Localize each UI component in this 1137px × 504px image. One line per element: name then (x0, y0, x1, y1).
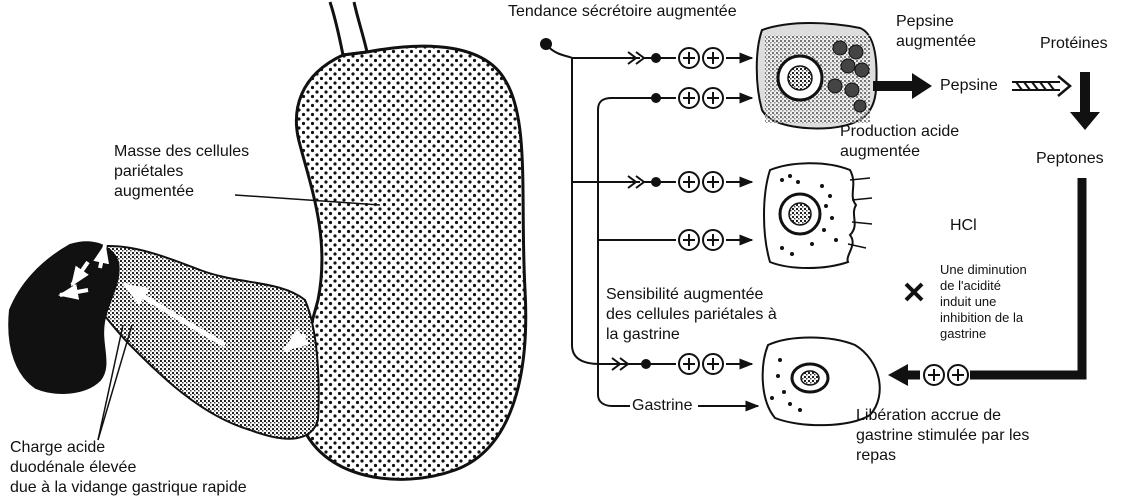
hatched-arrow (1012, 76, 1070, 96)
chief-cell (757, 23, 877, 128)
flow-lines (541, 39, 758, 406)
plus-row-5 (679, 354, 723, 374)
plus-row-2 (679, 88, 723, 108)
pepsine-label: Pepsine (940, 76, 998, 96)
top-label: Tendance sécrétoire augmentée (508, 2, 737, 22)
plus-gastrine-feedback (924, 365, 968, 385)
plus-row-4 (679, 230, 723, 250)
parietal-cell (764, 163, 872, 268)
gastrine-label: Gastrine (632, 396, 692, 416)
plus-row-1 (679, 48, 723, 68)
proteines-to-peptones-arrow (1070, 72, 1100, 130)
stomach-illustration (9, 2, 526, 479)
stomach-body (296, 46, 525, 479)
inhibition-x-icon (906, 284, 922, 300)
proteines-label: Protéines (1040, 34, 1108, 54)
pepsine-arrow (873, 73, 932, 99)
hcl-label: HCl (950, 216, 977, 236)
peptones-label: Peptones (1036, 149, 1104, 169)
plus-row-3 (679, 172, 723, 192)
